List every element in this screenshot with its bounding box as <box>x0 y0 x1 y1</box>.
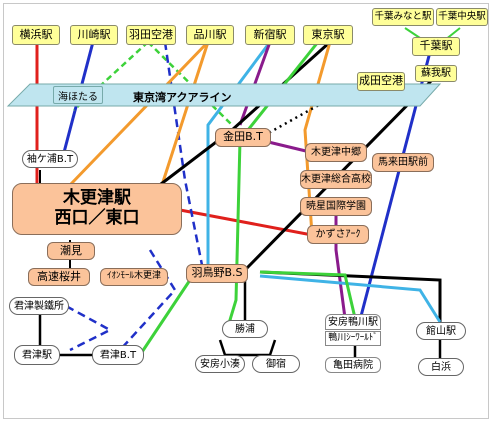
station-kisarazu-chugo[interactable]: 木更津中郷 <box>305 143 367 162</box>
station-hatorino[interactable]: 羽鳥野B.S <box>186 264 248 283</box>
station-onjuku[interactable]: 御宿 <box>252 355 300 373</box>
route-lightblue-shinjuku <box>206 41 272 265</box>
station-soga[interactable]: 蘇我駅 <box>415 65 457 82</box>
station-kazusa[interactable]: かずさｱｰｸ <box>307 225 369 244</box>
station-kameda[interactable]: 亀田病院 <box>325 357 381 373</box>
kisarazu-main-line2: 西口／東口 <box>54 208 140 228</box>
station-awa-kominato[interactable]: 安房小湊 <box>195 355 245 373</box>
route-orange-shinagawa <box>68 40 210 187</box>
aqualine-band <box>6 83 442 107</box>
route-blue-dashed-kimitsu <box>54 298 113 352</box>
station-shinagawa[interactable]: 品川駅 <box>186 25 234 45</box>
station-gyosei[interactable]: 暁星国際学園 <box>300 197 372 216</box>
station-kimitsu-seitetsu[interactable]: 君津製鐵所 <box>9 297 69 315</box>
route-orange-shinagawa-2 <box>160 41 210 186</box>
station-chiba-chuo[interactable]: 千葉中央駅 <box>436 8 488 26</box>
route-lightblue-tateyama <box>259 274 442 323</box>
aqualine-label: 東京湾アクアライン <box>133 91 232 104</box>
station-tateyama[interactable]: 館山駅 <box>416 322 466 340</box>
station-kosoku[interactable]: 高速桜井 <box>28 268 90 286</box>
station-aeon[interactable]: ｲｵﾝﾓｰﾙ木更津 <box>100 268 168 286</box>
station-shirahama[interactable]: 白浜 <box>418 358 464 376</box>
route-red-kazusa <box>179 208 313 237</box>
station-awa-kamogawa[interactable]: 安房鴨川駅 <box>325 314 381 330</box>
route-purple-gyosei <box>334 205 347 319</box>
station-kimitsu[interactable]: 君津駅 <box>14 345 60 365</box>
kisarazu-main-line1: 木更津駅 <box>63 188 131 209</box>
umihotaru-box: 海ほたる <box>53 86 103 104</box>
station-tokyo[interactable]: 東京駅 <box>303 25 353 45</box>
station-narita[interactable]: 成田空港 <box>357 72 405 91</box>
station-katsuura[interactable]: 勝浦 <box>222 320 268 338</box>
station-shinjuku[interactable]: 新宿駅 <box>245 25 295 45</box>
station-yokohama[interactable]: 横浜駅 <box>12 25 60 45</box>
route-green-kimitsu <box>138 279 192 356</box>
station-chiba[interactable]: 千葉駅 <box>412 37 460 56</box>
station-haneda[interactable]: 羽田空港 <box>126 25 176 45</box>
station-sodegaura[interactable]: 袖ケ浦B.T <box>22 150 78 168</box>
station-kamogawa-seaworld[interactable]: 鴨川ｼｰﾜｰﾙﾄﾞ <box>325 331 381 346</box>
route-green-kamogawa <box>259 270 357 319</box>
station-kimitsu-bt[interactable]: 君津B.T <box>92 345 144 365</box>
station-kisarazu-main[interactable]: 木更津駅 西口／東口 <box>12 183 182 235</box>
station-kisarazu-sogo[interactable]: 木更津総合高校 <box>300 170 372 189</box>
station-kaneda[interactable]: 金田B.T <box>215 128 271 147</box>
station-chiba-minato[interactable]: 千葉みなと駅 <box>372 8 434 26</box>
route-black-katsuura-branches <box>218 339 277 357</box>
station-shiomi[interactable]: 潮見 <box>47 242 95 260</box>
station-maguta[interactable]: 馬来田駅前 <box>372 153 434 172</box>
route-blue-dashed-kimitsu2 <box>119 249 177 351</box>
station-kawasaki[interactable]: 川崎駅 <box>70 25 118 45</box>
